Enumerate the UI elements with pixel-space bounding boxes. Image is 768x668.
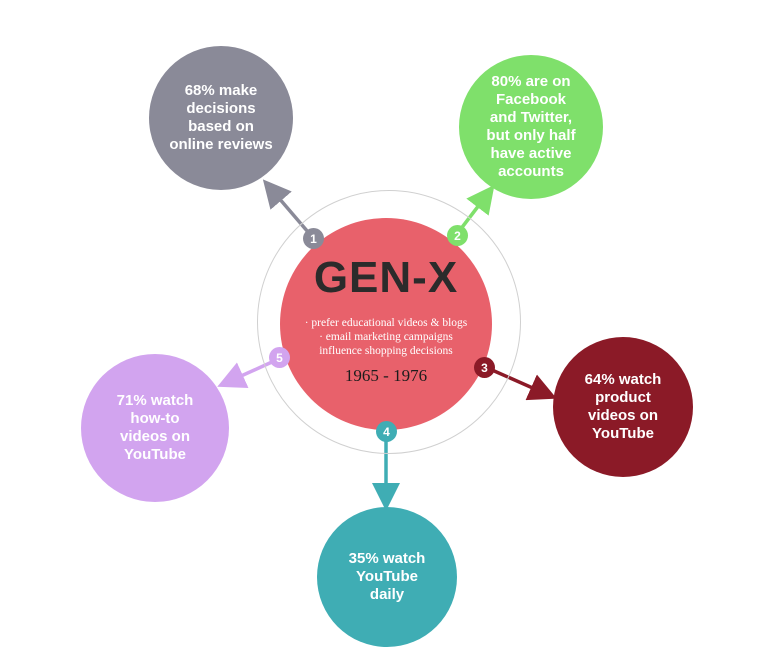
center-bullet-3: influence shopping decisions (319, 345, 453, 357)
node-4-circle: 35% watch YouTube daily (317, 507, 457, 647)
node-1-circle: 68% make decisions based on online revie… (149, 46, 293, 190)
node-5-badge: 5 (269, 347, 290, 368)
orbit-ring (257, 190, 521, 454)
node-4-badge: 4 (376, 421, 397, 442)
node-3-badge: 3 (474, 357, 495, 378)
center-bullet-2: · email marketing campaigns (319, 331, 453, 343)
node-5-text: 71% watch how-to videos on YouTube (116, 392, 194, 463)
center-years: 1965 - 1976 (344, 366, 428, 385)
node-2-text: 80% are on Facebook and Twitter, but onl… (486, 73, 576, 180)
node-5-circle: 71% watch how-to videos on YouTube (81, 354, 229, 502)
center-title: GEN-X (313, 253, 459, 302)
center-bullet-1: · prefer educational videos & blogs (304, 317, 468, 329)
node-3-text: 64% watch product videos on YouTube (584, 371, 662, 442)
center-bullets: · prefer educational videos & blogs · em… (305, 316, 468, 358)
node-2-badge: 2 (447, 225, 468, 246)
node-1-badge: 1 (303, 228, 324, 249)
node-2-circle: 80% are on Facebook and Twitter, but onl… (459, 55, 603, 199)
node-1-text: 68% make decisions based on online revie… (169, 82, 273, 153)
node-3-circle: 64% watch product videos on YouTube (553, 337, 693, 477)
node-4-text: 35% watch YouTube daily (348, 550, 426, 603)
center-circle: GEN-X · prefer educational videos & blog… (280, 218, 492, 430)
